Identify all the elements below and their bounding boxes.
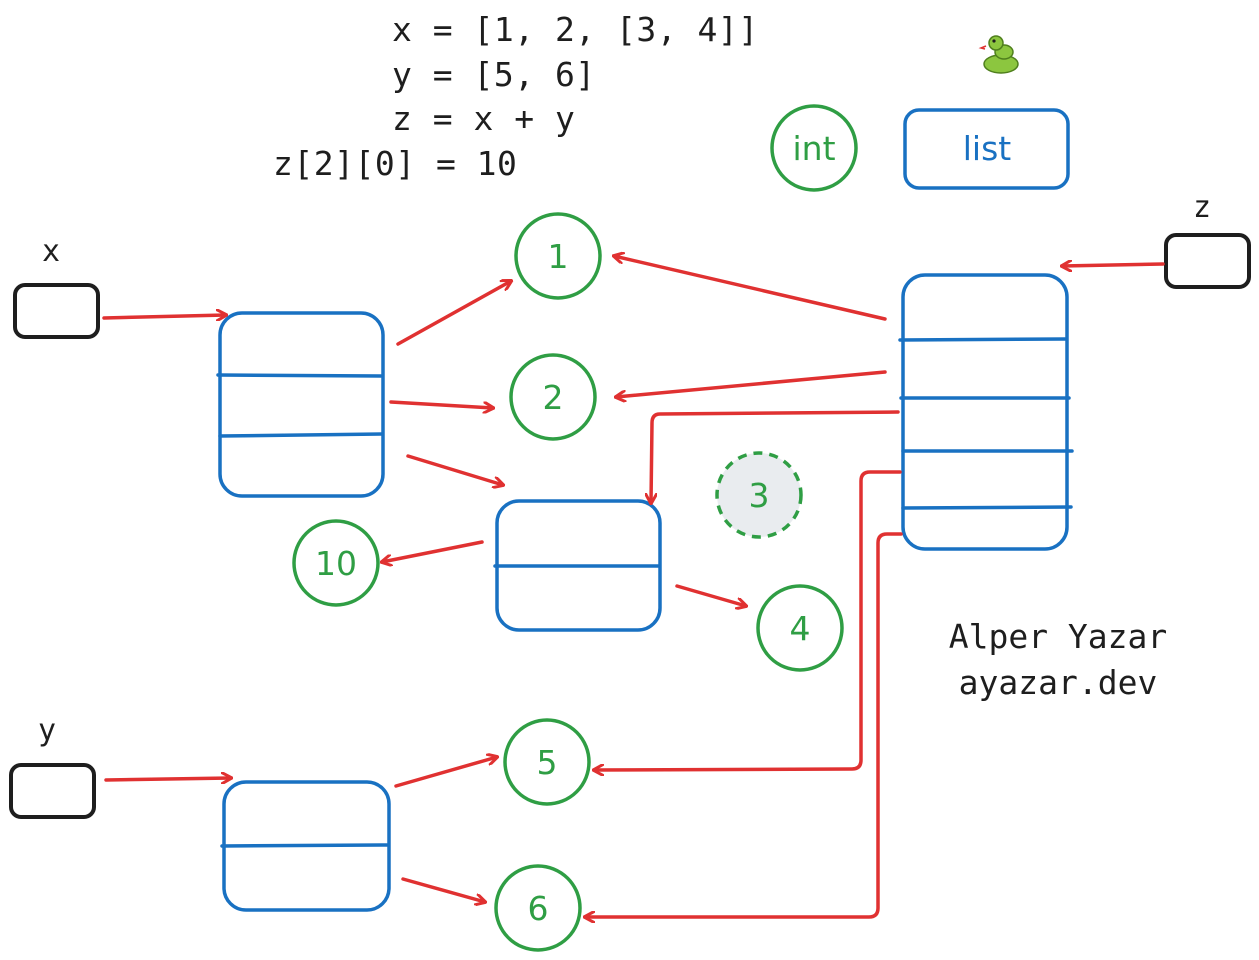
author-name: Alper Yazar <box>948 617 1168 656</box>
arrow-z2-to-inner <box>651 410 900 503</box>
legend-int-label: int <box>792 129 835 168</box>
int-object-4: 4 <box>756 584 844 672</box>
svg-text:1: 1 <box>548 237 569 276</box>
svg-text:5: 5 <box>537 743 558 782</box>
variable-label-y: y <box>38 713 57 748</box>
code-line-1: x = [1, 2, [3, 4]] <box>392 10 759 49</box>
variable-box-x <box>13 283 100 339</box>
int-object-5: 5 <box>503 718 591 806</box>
arrow-x1-to-2 <box>389 400 493 408</box>
int-object-3-stale: 3 <box>715 451 803 539</box>
legend-int: int <box>770 104 858 192</box>
list-object-z <box>898 273 1074 551</box>
arrow-z0-to-1 <box>614 256 887 321</box>
list-object-inner <box>493 499 662 632</box>
legend-list: list <box>903 108 1070 190</box>
code-line-4: z[2][0] = 10 <box>273 144 518 183</box>
legend-int-circle <box>770 104 858 192</box>
code-line-2: y = [5, 6] <box>392 55 596 94</box>
arrow-y-to-list <box>104 778 231 780</box>
arrow-x2-to-inner <box>406 454 503 485</box>
arrow-z3-to-5 <box>594 470 902 770</box>
arrow-x0-to-1 <box>396 281 511 346</box>
legend-list-label: list <box>963 129 1012 168</box>
author-site: ayazar.dev <box>958 663 1158 702</box>
list-object-y <box>220 780 391 912</box>
variable-label-z: z <box>1193 190 1212 225</box>
list-object-x <box>216 311 385 498</box>
arrow-y1-to-6 <box>401 877 485 902</box>
int-object-10: 10 <box>292 519 380 607</box>
arrow-y0-to-5 <box>394 757 497 788</box>
svg-text:3: 3 <box>749 476 770 515</box>
variable-box-y <box>9 763 96 819</box>
int-object-2: 2 <box>509 353 597 441</box>
arrow-z-to-list <box>1062 264 1165 266</box>
int-object-6: 6 <box>494 864 582 952</box>
code-line-3: z = x + y <box>392 99 576 138</box>
svg-text:6: 6 <box>528 889 549 928</box>
arrow-z4-to-6 <box>585 532 903 917</box>
svg-text:10: 10 <box>315 544 357 583</box>
variable-box-z <box>1164 233 1251 289</box>
arrow-inner0-to-10 <box>382 540 484 562</box>
snake-icon <box>978 35 1019 74</box>
legend-list-box <box>903 108 1070 190</box>
svg-text:2: 2 <box>543 378 564 417</box>
int-object-1: 1 <box>514 212 602 300</box>
arrow-x-to-list <box>102 315 226 318</box>
svg-text:4: 4 <box>790 609 811 648</box>
variable-label-x: x <box>42 234 61 269</box>
arrow-z1-to-2 <box>616 370 887 397</box>
arrow-inner1-to-4 <box>675 584 746 606</box>
